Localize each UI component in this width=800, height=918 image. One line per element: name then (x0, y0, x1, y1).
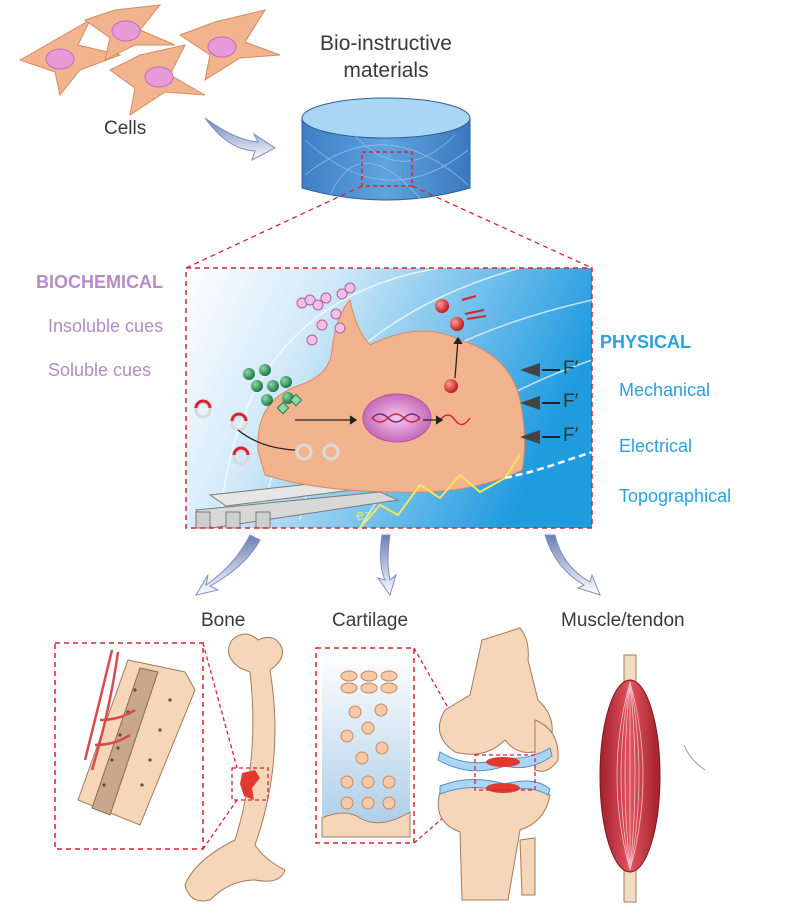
cell-nucleus (111, 20, 141, 42)
force-label: F′ (563, 358, 579, 379)
zoom-line-left (185, 185, 363, 269)
blood-vessels (83, 649, 136, 771)
bone-section (54, 633, 286, 902)
force-label: F′ (563, 425, 579, 446)
electrical-path-yellow (359, 454, 521, 529)
cells-to-material-arrow (204, 117, 276, 162)
force-label: F′ (563, 391, 579, 412)
cartilage-zoom-box (315, 647, 415, 844)
mechanical-label: Mechanical (619, 380, 711, 400)
tendon-bottom (623, 867, 637, 903)
materials-label: Bio-instructive materials (320, 32, 452, 82)
knee-cartilage (437, 747, 553, 772)
secreted-proteins (435, 295, 487, 393)
cartilage-label: Cartilage (332, 610, 409, 631)
electrical-path-white (504, 450, 593, 480)
knee-femur (438, 627, 553, 755)
cell-nucleus (144, 66, 174, 88)
zoom-line-right (411, 185, 593, 269)
electrical-label: Electrical (619, 436, 693, 456)
insoluble-cues-label: Insoluble cues (48, 316, 164, 336)
bone-label: Bone (201, 610, 246, 631)
bone-zoom-box (54, 642, 204, 850)
physical-heading: PHYSICAL (600, 332, 692, 352)
signaling-arrows (237, 336, 463, 451)
tissue-branch-arrows (194, 534, 601, 597)
nucleus (362, 393, 432, 443)
cartilage-section (315, 627, 559, 901)
cells-illustration (18, 4, 281, 117)
mrna (439, 414, 471, 426)
cell-nucleus (207, 36, 237, 58)
cell-nucleus (45, 48, 75, 70)
soluble-cues-label: Soluble cues (48, 360, 152, 380)
scaffold-cylinder (301, 97, 471, 201)
cartilage-defect (486, 757, 520, 767)
cells-label: Cells (104, 118, 147, 139)
cell-material-panel (185, 267, 593, 529)
chondrocytes (340, 670, 398, 810)
force-arrowheads (520, 363, 560, 444)
muscle-tendon-label: Muscle/tendon (561, 610, 685, 631)
electron-label: e⁻ (356, 507, 373, 524)
tendon-top (623, 654, 637, 683)
soluble-factors (243, 364, 303, 415)
dna-helix (371, 413, 421, 423)
integrin-receptors (296, 282, 356, 346)
topographical-label: Topographical (619, 486, 732, 506)
vesicles (194, 399, 340, 466)
bone-defect (240, 770, 260, 800)
muscle-section (599, 654, 706, 903)
biochemical-heading: BIOCHEMICAL (36, 272, 163, 292)
scaffold-zoom-region (361, 151, 413, 187)
